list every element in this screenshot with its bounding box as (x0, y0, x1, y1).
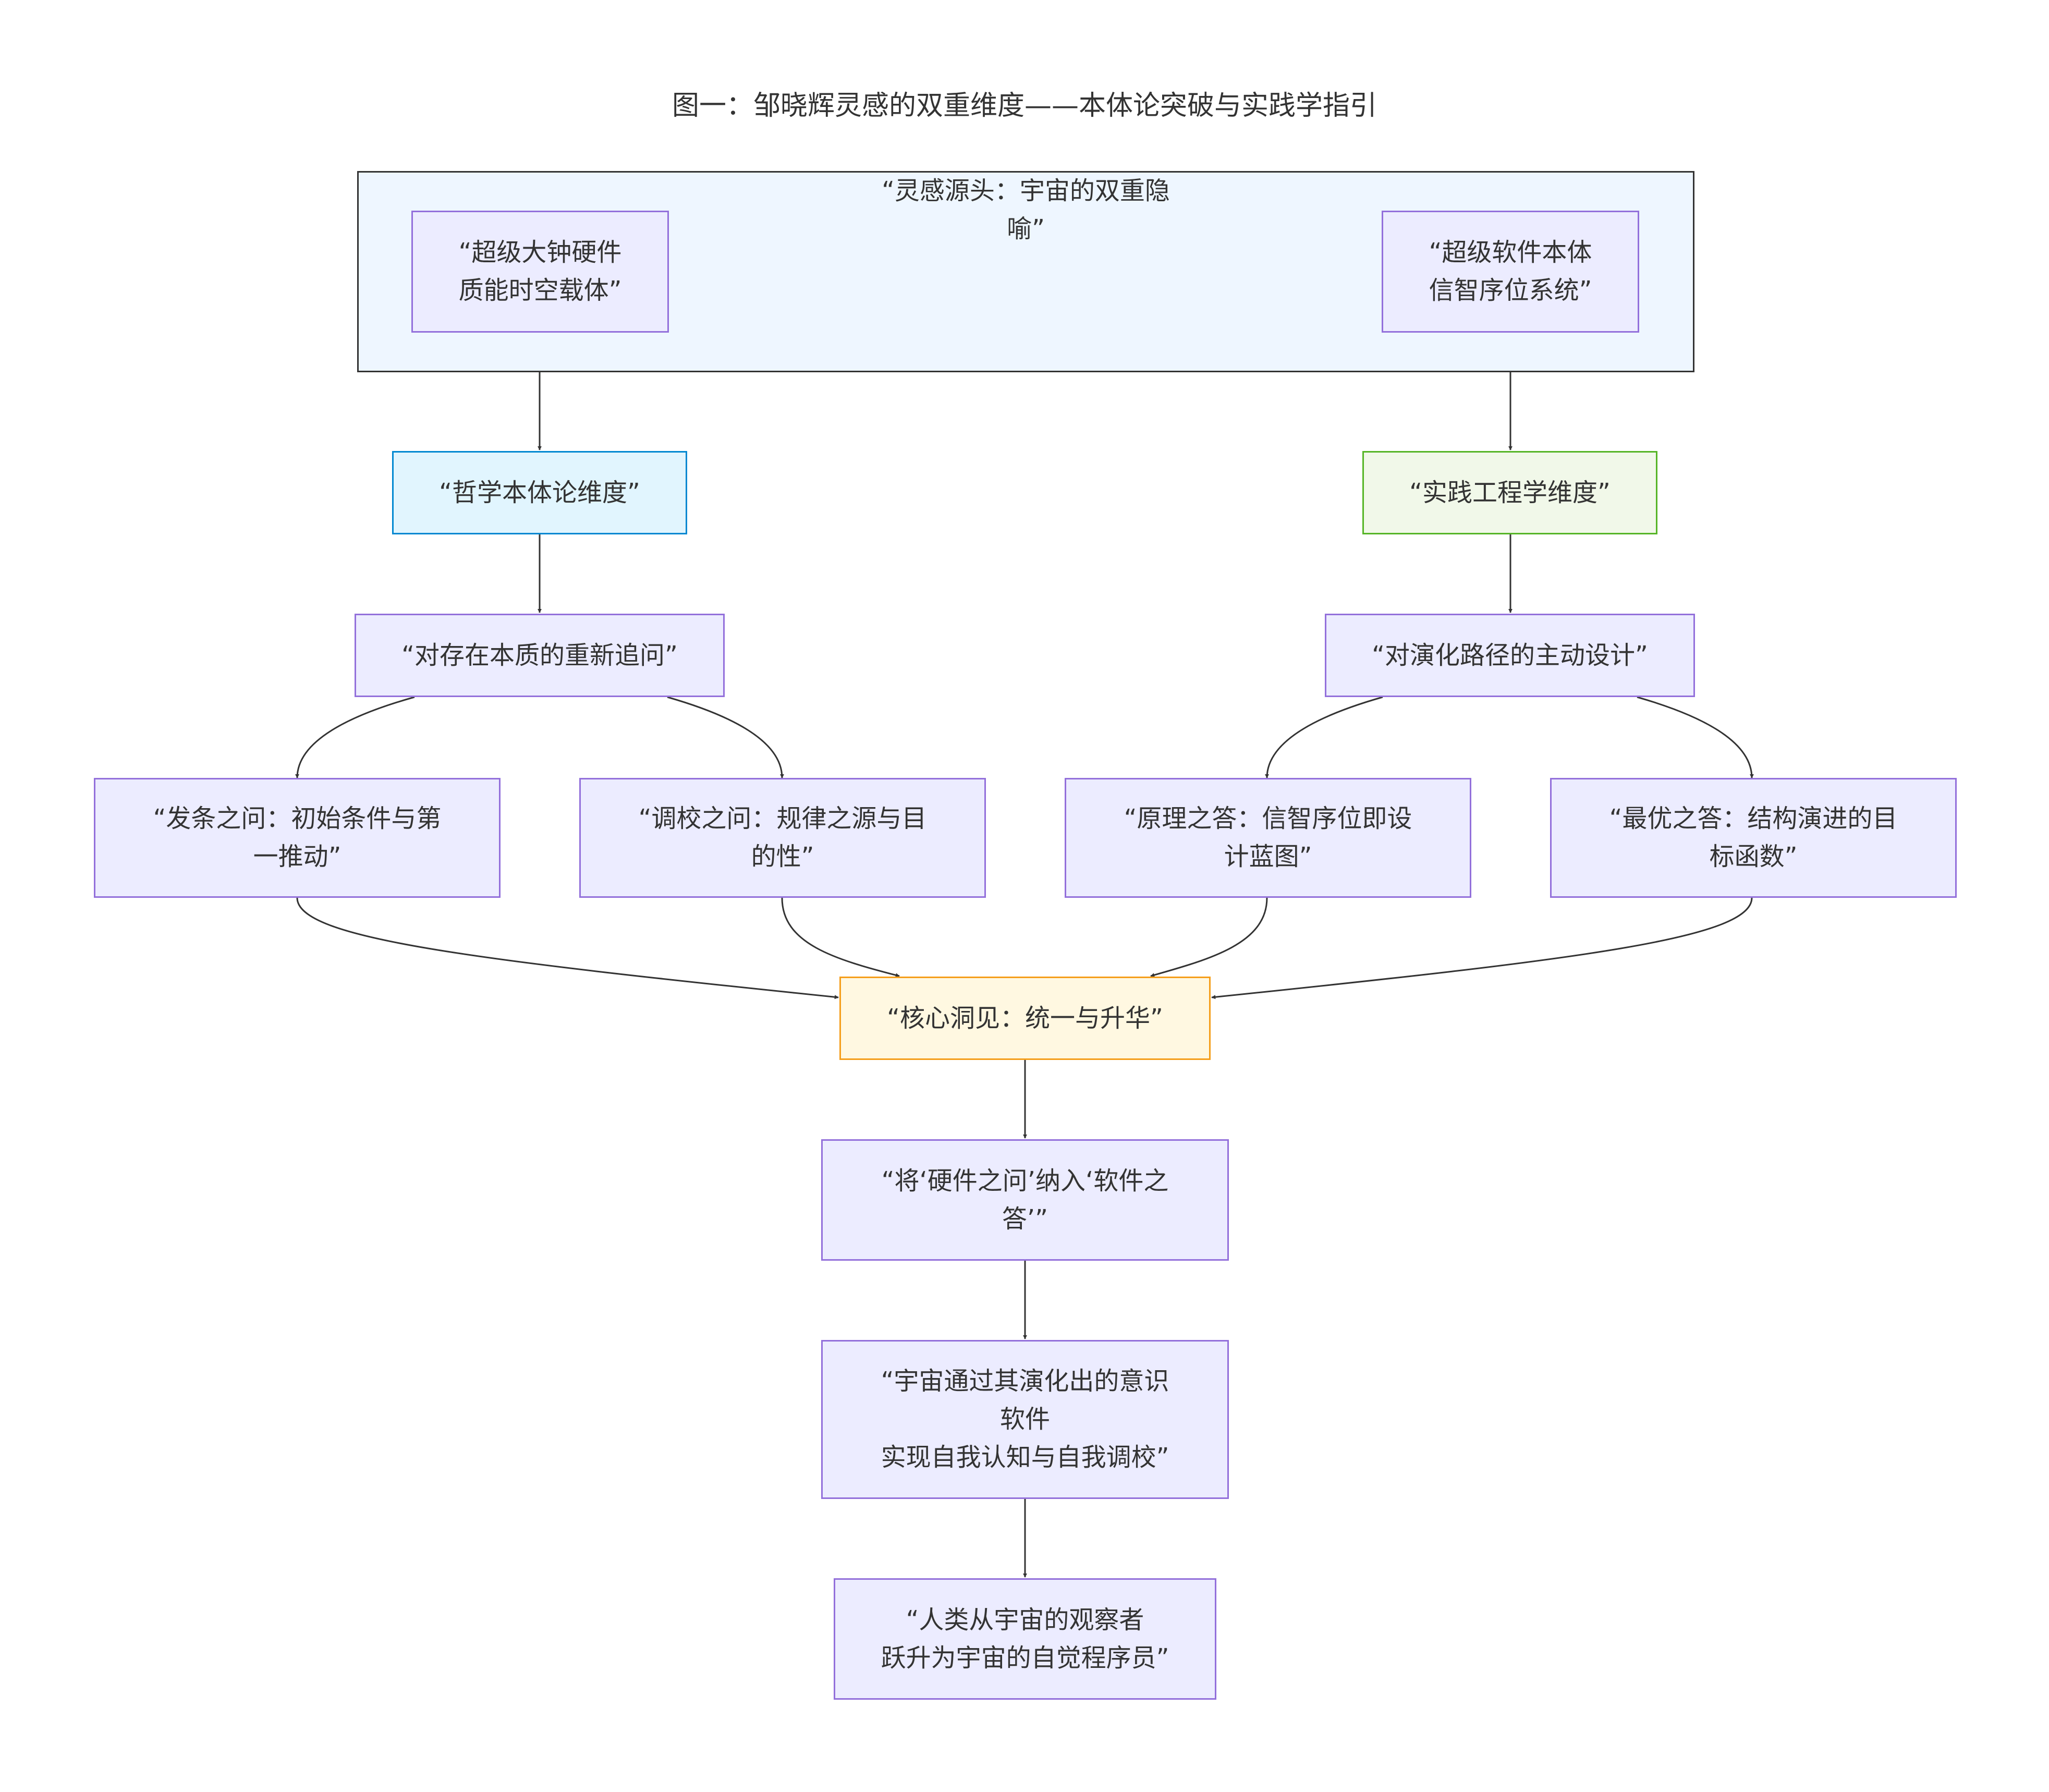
node-evolution-design[interactable]: “对演化路径的主动设计” (1325, 614, 1695, 697)
node-label: “对演化路径的主动设计” (1372, 640, 1648, 670)
edge-optimal-core (1211, 897, 1753, 999)
node-label: “核心洞见：统一与升华” (887, 1003, 1163, 1033)
node-origin-question[interactable]: “发条之问：初始条件与第 一推动” (94, 778, 501, 898)
node-label: “实践工程学维度” (1409, 478, 1611, 507)
node-tuning-question[interactable]: “调校之问：规律之源与目 的性” (579, 778, 986, 898)
node-label: “发条之问：初始条件与第 一推动” (153, 804, 442, 871)
node-label: “人类从宇宙的观察者 跃升为宇宙的自觉程序员” (881, 1605, 1169, 1673)
edge-existence-tuning (667, 696, 784, 778)
node-label: “宇宙通过其演化出的意识 软件 实现自我认知与自我调校” (881, 1367, 1169, 1472)
node-super-software-ontology[interactable]: “超级软件本体 信智序位系统” (1382, 211, 1639, 333)
node-label: “超级大钟硬件 质能时空载体” (458, 238, 622, 305)
node-integrate-hardware-software[interactable]: “将‘硬件之问’纳入‘软件之 答’” (821, 1139, 1229, 1261)
node-label: “哲学本体论维度” (439, 478, 640, 507)
node-philosophy-ontology[interactable]: “哲学本体论维度” (392, 451, 687, 534)
node-conscious-programmer[interactable]: “人类从宇宙的观察者 跃升为宇宙的自觉程序员” (834, 1578, 1216, 1700)
node-label: “对存在本质的重新追问” (401, 640, 678, 670)
edge-origin-core (296, 897, 839, 999)
node-super-clock-hardware[interactable]: “超级大钟硬件 质能时空载体” (411, 211, 669, 333)
node-existence-inquiry[interactable]: “对存在本质的重新追问” (355, 614, 725, 697)
node-label: “超级软件本体 信智序位系统” (1429, 238, 1592, 305)
inspiration-source-label: “灵感源头：宇宙的双重隐 喻” (882, 176, 1170, 243)
diagram-title: 图一：邹晓辉灵感的双重维度——本体论突破与实践学指引 (672, 90, 1377, 121)
node-optimal-answer[interactable]: “最优之答：结构演进的目 标函数” (1550, 778, 1957, 898)
edge-evolution-principle (1265, 696, 1383, 778)
node-core-insight[interactable]: “核心洞见：统一与升华” (839, 977, 1211, 1060)
node-label: “原理之答：信智序位即设 计蓝图” (1124, 804, 1412, 871)
node-consciousness-software[interactable]: “宇宙通过其演化出的意识 软件 实现自我认知与自我调校” (821, 1340, 1229, 1499)
edge-principle-core (1150, 897, 1268, 977)
node-label: “最优之答：结构演进的目 标函数” (1609, 804, 1898, 871)
node-label: “调校之问：规律之源与目 的性” (638, 804, 927, 871)
node-principle-answer[interactable]: “原理之答：信智序位即设 计蓝图” (1065, 778, 1471, 898)
edge-evolution-optimal (1637, 696, 1754, 778)
node-label: “将‘硬件之问’纳入‘软件之 答’” (881, 1166, 1169, 1234)
node-practice-engineering[interactable]: “实践工程学维度” (1362, 451, 1657, 534)
edge-tuning-core (781, 897, 900, 978)
edge-existence-origin (295, 696, 415, 778)
